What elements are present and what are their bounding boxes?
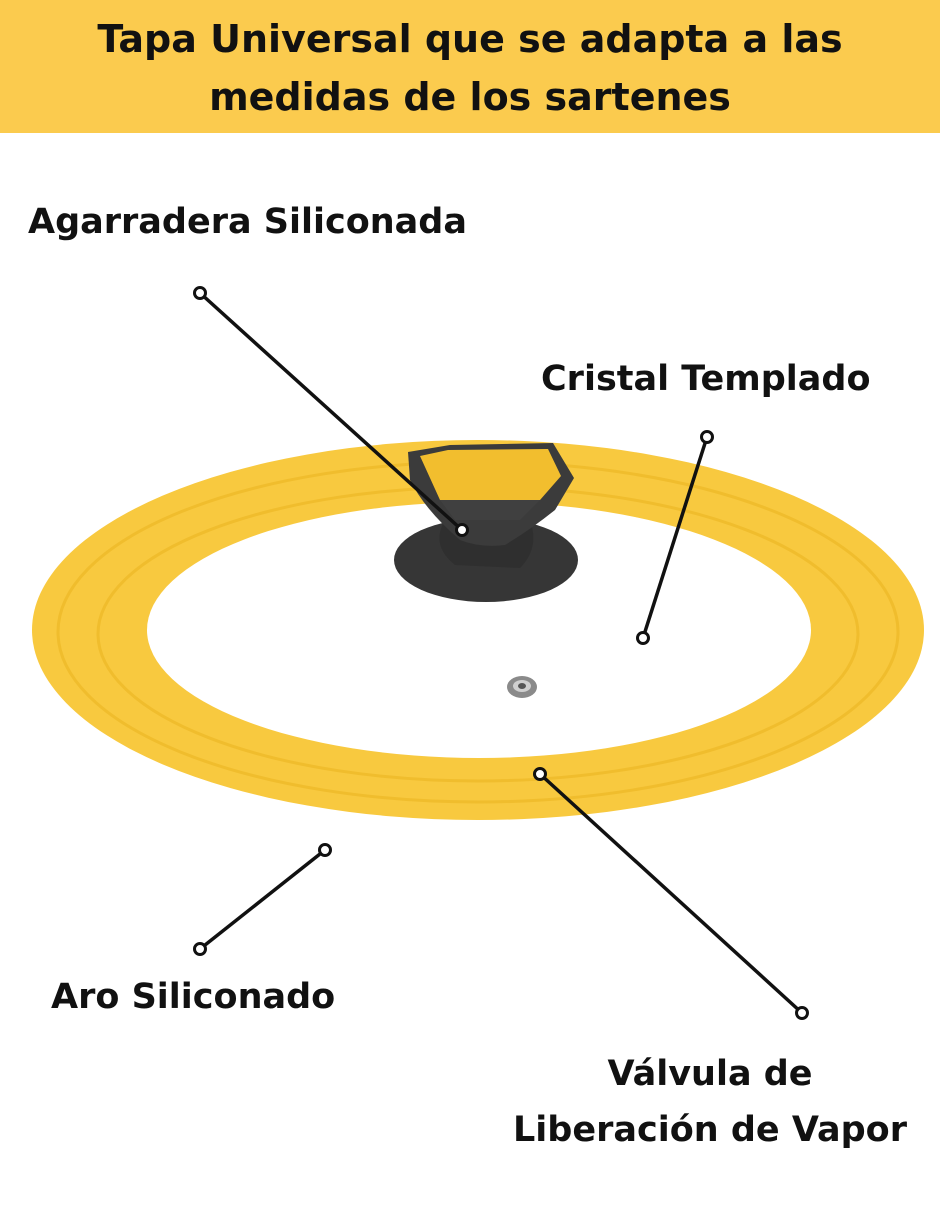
label-knob: Agarradera Siliconada	[28, 202, 467, 242]
endpoint-rim-valve	[533, 767, 547, 781]
leader-lines	[198, 291, 804, 1015]
leader-endpoints	[193, 286, 809, 1020]
endpoint-knob	[455, 523, 469, 537]
tempered-glass	[147, 502, 811, 758]
steam-valve	[507, 676, 537, 698]
page-title: Tapa Universal que se adapta a las medid…	[0, 10, 940, 126]
endpoint-valve-label	[795, 1006, 809, 1020]
knob-shadow	[440, 500, 540, 520]
endpoint-rim-label	[193, 942, 207, 956]
label-valve-line-2: Liberación de Vapor	[513, 1110, 907, 1150]
silicone-rim	[32, 440, 924, 820]
endpoint-knob-label	[193, 286, 207, 300]
title-banner: Tapa Universal que se adapta a las medid…	[0, 0, 940, 133]
leader-line-glass	[641, 436, 709, 639]
page-title-line-1: Tapa Universal que se adapta a las	[97, 17, 843, 61]
label-valve-line-1: Válvula de	[607, 1054, 813, 1094]
endpoint-glass	[636, 631, 650, 645]
leader-line-valve	[538, 772, 804, 1015]
leader-line-rim	[198, 848, 327, 951]
valve-hole	[518, 683, 526, 689]
endpoint-glass-label	[700, 430, 714, 444]
label-valve: Válvula de Liberación de Vapor	[505, 1046, 915, 1158]
leader-line-knob	[198, 291, 464, 532]
page-title-line-2: medidas de los sartenes	[209, 75, 731, 119]
label-glass: Cristal Templado	[541, 359, 871, 399]
knob-top-cap	[420, 449, 561, 500]
label-rim: Aro Siliconado	[51, 977, 336, 1017]
endpoint-rim	[318, 843, 332, 857]
